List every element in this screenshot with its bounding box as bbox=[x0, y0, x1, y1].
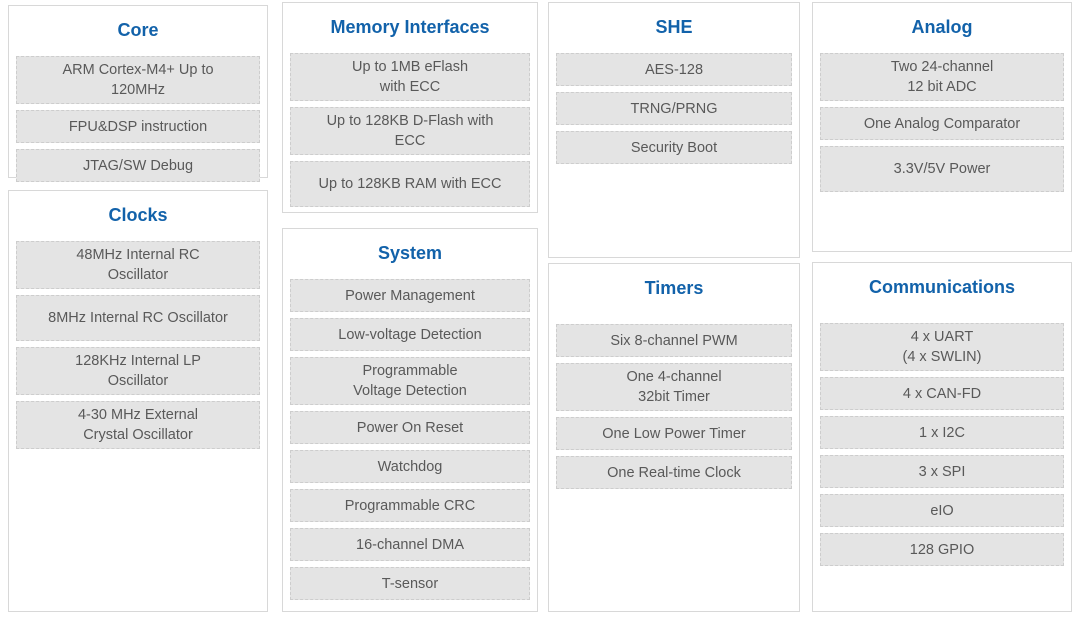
group-clocks: Clocks 48MHz Internal RC Oscillator 8MHz … bbox=[8, 190, 268, 612]
feature-item: One Real-time Clock bbox=[556, 456, 792, 489]
group-items-communications: 4 x UART (4 x SWLIN) 4 x CAN-FD 1 x I2C 3 x… bbox=[820, 323, 1064, 566]
feature-item: Up to 128KB D-Flash with ECC bbox=[290, 107, 530, 155]
feature-item: T-sensor bbox=[290, 567, 530, 600]
feature-item: 8MHz Internal RC Oscillator bbox=[16, 295, 260, 341]
group-items-clocks: 48MHz Internal RC Oscillator 8MHz Interna… bbox=[16, 241, 260, 449]
feature-item: Six 8-channel PWM bbox=[556, 324, 792, 357]
feature-item: Programmable Voltage Detection bbox=[290, 357, 530, 405]
feature-item: Up to 1MB eFlash with ECC bbox=[290, 53, 530, 101]
feature-item: 16-channel DMA bbox=[290, 528, 530, 561]
feature-item: One Analog Comparator bbox=[820, 107, 1064, 140]
group-items-analog: Two 24-channel 12 bit ADC One Analog Comp… bbox=[820, 53, 1064, 192]
feature-item: Up to 128KB RAM with ECC bbox=[290, 161, 530, 207]
feature-item: 4 x CAN-FD bbox=[820, 377, 1064, 410]
feature-item: 128 GPIO bbox=[820, 533, 1064, 566]
group-title-core: Core bbox=[117, 20, 159, 40]
group-items-memory-interfaces: Up to 1MB eFlash with ECC Up to 128KB D-F… bbox=[290, 53, 530, 207]
feature-item: Two 24-channel 12 bit ADC bbox=[820, 53, 1064, 101]
group-timers: Timers Six 8-channel PWM One 4-channel 32… bbox=[548, 263, 800, 612]
feature-item: Watchdog bbox=[290, 450, 530, 483]
feature-item: 3 x SPI bbox=[820, 455, 1064, 488]
feature-item: 128KHz Internal LP Oscillator bbox=[16, 347, 260, 395]
group-memory-interfaces: Memory Interfaces Up to 1MB eFlash with … bbox=[282, 2, 538, 213]
group-analog: Analog Two 24-channel 12 bit ADC One Anal… bbox=[812, 2, 1072, 252]
group-title-analog: Analog bbox=[911, 17, 973, 37]
feature-item: FPU&DSP instruction bbox=[16, 110, 260, 143]
feature-item: One Low Power Timer bbox=[556, 417, 792, 450]
group-title-communications: Communications bbox=[868, 277, 1015, 297]
group-title-she: SHE bbox=[655, 17, 693, 37]
feature-item: Power On Reset bbox=[290, 411, 530, 444]
feature-item: 1 x I2C bbox=[820, 416, 1064, 449]
group-communications: Communications 4 x UART (4 x SWLIN) 4 x C… bbox=[812, 262, 1072, 612]
group-title-timers: Timers bbox=[644, 278, 704, 298]
feature-item: eIO bbox=[820, 494, 1064, 527]
feature-item: ARM Cortex-M4+ Up to 120MHz bbox=[16, 56, 260, 104]
group-title-clocks: Clocks bbox=[108, 205, 168, 225]
feature-item: One 4-channel 32bit Timer bbox=[556, 363, 792, 411]
group-title-memory-interfaces: Memory Interfaces bbox=[330, 17, 490, 37]
group-items-timers: Six 8-channel PWM One 4-channel 32bit Tim… bbox=[556, 324, 792, 489]
feature-item: 4 x UART (4 x SWLIN) bbox=[820, 323, 1064, 371]
feature-item: Low-voltage Detection bbox=[290, 318, 530, 351]
feature-item: AES-128 bbox=[556, 53, 792, 86]
feature-item: JTAG/SW Debug bbox=[16, 149, 260, 182]
feature-item: 4-30 MHz External Crystal Oscillator bbox=[16, 401, 260, 449]
feature-item: Programmable CRC bbox=[290, 489, 530, 522]
feature-item: Security Boot bbox=[556, 131, 792, 164]
feature-item: TRNG/PRNG bbox=[556, 92, 792, 125]
feature-item: Power Management bbox=[290, 279, 530, 312]
feature-item: 48MHz Internal RC Oscillator bbox=[16, 241, 260, 289]
feature-item: 3.3V/5V Power bbox=[820, 146, 1064, 192]
group-title-system: System bbox=[377, 243, 443, 263]
